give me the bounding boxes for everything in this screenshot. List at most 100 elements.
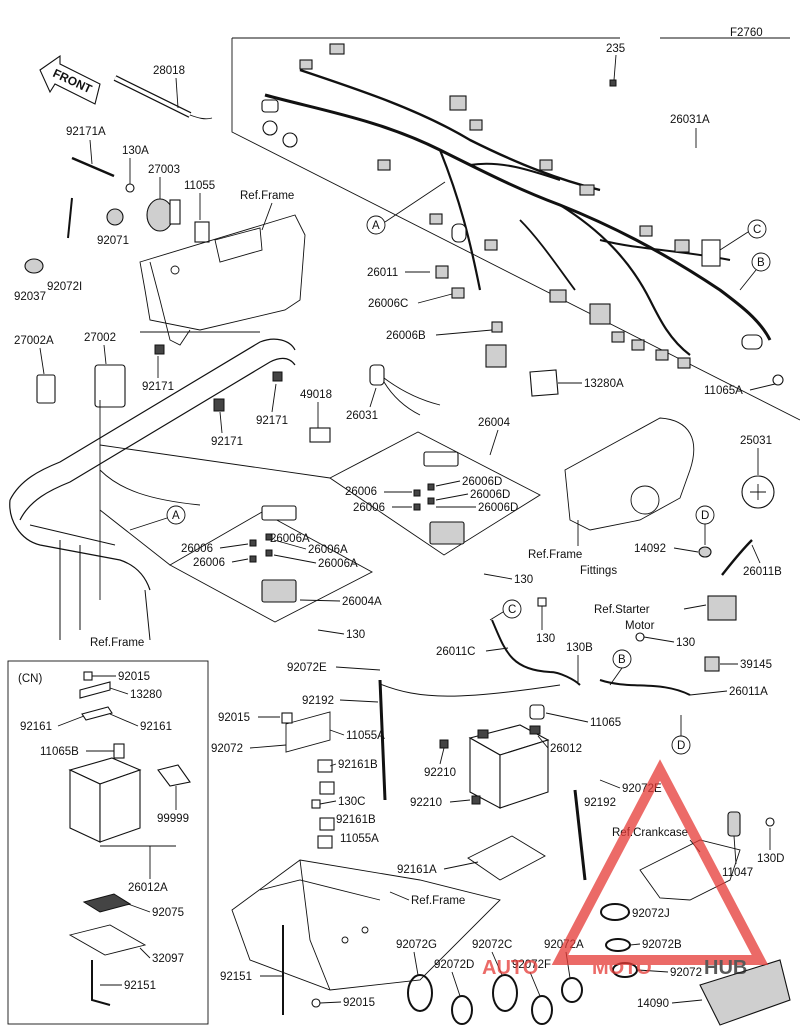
watermark-text-b: MOTO (592, 957, 652, 979)
label-26006-d: 26006 (193, 557, 225, 569)
label-26006A-b: 26006A (308, 544, 348, 556)
label-92161B-b: 92161B (336, 814, 376, 826)
front-arrow-icon: FRONT (39, 54, 101, 105)
label-11065A: 11065A (704, 385, 743, 397)
label-27002A: 27002A (14, 335, 54, 347)
label-27002: 27002 (84, 332, 116, 344)
part-28018 (113, 75, 213, 120)
frame-fittings (564, 417, 695, 531)
label-92071: 92071 (97, 235, 129, 247)
label-28018: 28018 (153, 65, 185, 77)
label-92171A: 92171A (66, 126, 106, 138)
watermark-text-a: AUTO (482, 957, 538, 979)
label-92151-cn: 92151 (124, 980, 156, 992)
label-92072F: 92072F (512, 959, 551, 971)
part-26031 (369, 364, 441, 416)
box-26004A (169, 505, 373, 623)
ref-frame-fittings-1: Ref.Frame (528, 549, 582, 561)
frame-bottom (231, 859, 501, 991)
ref-frame-lower: Ref.Frame (90, 637, 144, 649)
svg-text:C: C (508, 604, 516, 616)
label-130-b: 130 (536, 633, 555, 645)
label-26006-b: 26006 (353, 502, 385, 514)
label-26006A-c: 26006A (318, 558, 358, 570)
svg-text:C: C (753, 224, 761, 236)
ref-frame-upper: Ref.Frame (240, 190, 294, 202)
label-26006D-a: 26006D (462, 476, 502, 488)
label-13280A: 13280A (584, 378, 624, 390)
figure-code: F2760 (730, 27, 763, 39)
battery-26012A (68, 757, 142, 843)
svg-text:D: D (677, 740, 685, 752)
callout-d-right: D (695, 505, 715, 545)
label-11055: 11055 (184, 180, 215, 192)
part-14090 (699, 959, 791, 1026)
label-130A: 130A (122, 145, 149, 157)
label-92161-b: 92161 (140, 721, 172, 733)
label-26012: 26012 (550, 743, 582, 755)
callout-c-lower: C (489, 599, 522, 621)
label-26006D-b: 26006D (470, 489, 510, 501)
label-92072E-a: 92072E (287, 662, 327, 674)
label-26006A-a: 26006A (270, 533, 310, 545)
label-26031: 26031 (346, 410, 378, 422)
label-92151-a: 92151 (220, 971, 252, 983)
label-92015-a: 92015 (218, 712, 250, 724)
label-92072G: 92072G (396, 939, 437, 951)
frame-upper (139, 214, 306, 346)
label-130-d: 130 (676, 637, 695, 649)
part-25031 (741, 475, 775, 509)
label-92075: 92075 (152, 907, 184, 919)
svg-text:A: A (372, 220, 380, 232)
main-harness-region (231, 37, 800, 421)
battery-26012 (468, 724, 550, 809)
svg-text:B: B (618, 654, 626, 666)
label-11065B: 11065B (40, 746, 79, 758)
part-49018 (309, 427, 331, 443)
label-99999: 99999 (157, 813, 189, 825)
cn-box: (CN) (7, 660, 209, 1025)
label-11065: 11065 (590, 717, 621, 729)
label-92072J: 92072J (632, 908, 670, 920)
watermark-text-c: HUB (704, 957, 747, 979)
label-11047: 11047 (722, 867, 753, 879)
box-26004 (329, 431, 541, 556)
part-27003 (146, 198, 181, 232)
label-26006-c: 26006 (181, 543, 213, 555)
cn-box-label: (CN) (18, 673, 42, 685)
callout-a-lower: A (129, 505, 186, 531)
label-92210-a: 92210 (424, 767, 456, 779)
label-26011: 26011 (367, 267, 398, 279)
frame-tube (9, 338, 296, 641)
label-92171-a: 92171 (142, 381, 174, 393)
label-26006D-c: 26006D (478, 502, 518, 514)
label-14090: 14090 (637, 998, 669, 1010)
label-92192-a: 92192 (302, 695, 334, 707)
label-49018: 49018 (300, 389, 332, 401)
watermark-logo: AUTO MOTO HUB (482, 759, 769, 979)
label-130D: 130D (757, 853, 785, 865)
label-92161A: 92161A (397, 864, 437, 876)
label-11055A-a: 11055A (346, 730, 385, 742)
label-92192-b: 92192 (584, 797, 616, 809)
callout-d-lower: D (671, 715, 691, 755)
callout-b-lower: B (609, 649, 632, 686)
label-235: 235 (606, 43, 625, 55)
ref-frame-fittings-2: Fittings (580, 565, 617, 577)
svg-text:A: A (172, 510, 180, 522)
svg-text:B: B (757, 257, 765, 269)
callout-a-upper: A (366, 181, 446, 235)
label-92015-b: 92015 (343, 997, 375, 1009)
part-92171A (71, 139, 115, 178)
label-26011B: 26011B (743, 566, 782, 578)
label-32097: 32097 (152, 953, 184, 965)
ref-frame-bottom: Ref.Frame (411, 895, 465, 907)
label-26031A: 26031A (670, 114, 710, 126)
label-130-a: 130 (514, 574, 533, 586)
label-130C: 130C (338, 796, 366, 808)
starter-motor-part (707, 595, 737, 621)
label-92072: 92072 (211, 743, 243, 755)
label-92171-c: 92171 (211, 436, 243, 448)
label-26004A: 26004A (342, 596, 382, 608)
label-14092: 14092 (634, 543, 666, 555)
